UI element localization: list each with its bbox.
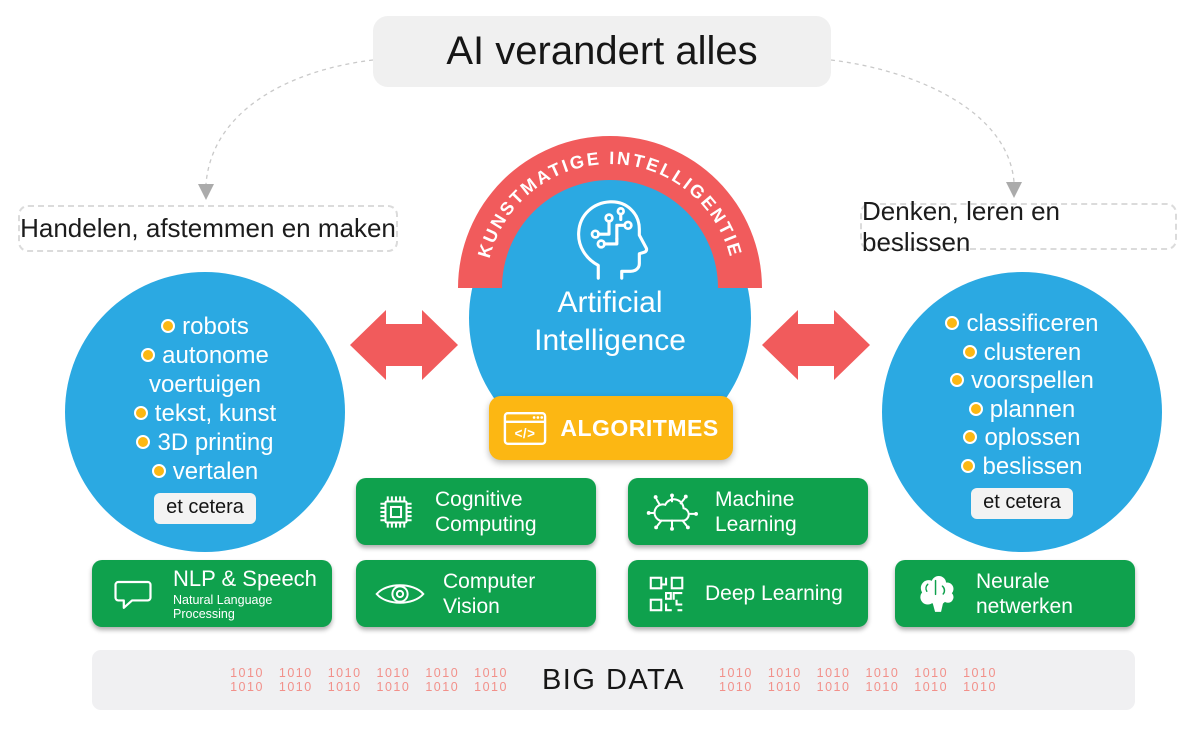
list-item: tekst, kunst xyxy=(89,399,321,428)
right-annotation: Denken, leren en beslissen xyxy=(860,196,1177,257)
left-annotation-label: Handelen, afstemmen en maken xyxy=(20,213,396,243)
right-annotation-label: Denken, leren en beslissen xyxy=(862,195,1061,257)
code-window-icon: </> xyxy=(504,411,547,445)
list-item: beslissen xyxy=(906,453,1138,482)
cloud-network-icon xyxy=(646,493,698,531)
capability-card-neural-networks: Neurale netwerken xyxy=(895,560,1135,627)
capability-card-deep-learning: Deep Learning xyxy=(628,560,868,627)
applications-list: robots autonome voertuigen tekst, kunst … xyxy=(65,272,345,524)
et-cetera-badge: et cetera xyxy=(154,493,256,524)
algoritmes-badge: </> ALGORITMES xyxy=(489,396,733,460)
list-item: autonome voertuigen xyxy=(89,341,321,399)
arrowhead-left xyxy=(198,184,214,200)
ai-name-line2: Intelligence xyxy=(534,324,686,357)
list-item: robots xyxy=(89,312,321,341)
double-arrow-right xyxy=(762,310,870,380)
cognition-circle: classificeren clusteren voorspellen plan… xyxy=(882,272,1162,552)
bullet-dot xyxy=(133,406,148,420)
page-title: AI verandert alles xyxy=(446,29,758,73)
cognition-list: classificeren clusteren voorspellen plan… xyxy=(882,272,1162,519)
qr-code-icon xyxy=(649,576,684,611)
ai-head-icon xyxy=(577,200,649,280)
big-data-label: BIG DATA xyxy=(541,663,686,696)
bullet-dot xyxy=(141,348,156,362)
bullet-dot xyxy=(963,430,978,444)
applications-circle: robots autonome voertuigen tekst, kunst … xyxy=(65,272,345,552)
capability-card-machine-learning: Machine Learning xyxy=(628,478,868,545)
list-item: oplossen xyxy=(906,424,1138,453)
card-label: Machine Learning xyxy=(715,487,797,536)
list-item: 3D printing xyxy=(89,428,321,457)
capability-card-nlp-speech: NLP & Speech Natural Language Processing xyxy=(92,560,332,627)
card-label: Computer Vision xyxy=(443,569,536,618)
list-item: clusteren xyxy=(906,339,1138,368)
card-label: Deep Learning xyxy=(705,582,843,605)
ai-name: Artificial Intelligence xyxy=(534,284,686,360)
bullet-dot xyxy=(961,458,976,473)
card-label: NLP & Speech Natural Language Processing xyxy=(173,566,317,621)
capability-card-computer-vision: Computer Vision xyxy=(356,560,596,627)
double-arrow-left xyxy=(350,310,458,380)
left-annotation: Handelen, afstemmen en maken xyxy=(18,205,398,252)
bullet-dot xyxy=(962,344,977,359)
list-item: classificeren xyxy=(906,310,1138,339)
ai-name-line1: Artificial xyxy=(557,286,663,319)
card-label: Neurale netwerken xyxy=(976,569,1073,618)
bullet-dot xyxy=(151,464,166,478)
card-label: Cognitive Computing xyxy=(435,487,537,536)
list-item: voorspellen xyxy=(906,367,1138,396)
et-cetera-badge: et cetera xyxy=(971,488,1073,519)
title-banner: AI verandert alles xyxy=(373,16,831,87)
bullet-dot xyxy=(950,373,965,387)
code-glyph: </> xyxy=(515,426,536,441)
algoritmes-label: ALGORITMES xyxy=(560,414,719,441)
bullet-dot xyxy=(945,316,960,330)
list-item: plannen xyxy=(906,396,1138,425)
bullet-dot xyxy=(161,319,176,333)
chip-icon xyxy=(380,495,412,528)
eye-icon xyxy=(375,583,425,604)
bullet-dot xyxy=(136,435,151,449)
brain-icon xyxy=(920,576,954,612)
bullet-dot xyxy=(968,401,983,416)
capability-card-cognitive-computing: Cognitive Computing xyxy=(356,478,596,545)
list-item: vertalen xyxy=(89,457,321,486)
speech-bubble-icon xyxy=(114,580,152,609)
